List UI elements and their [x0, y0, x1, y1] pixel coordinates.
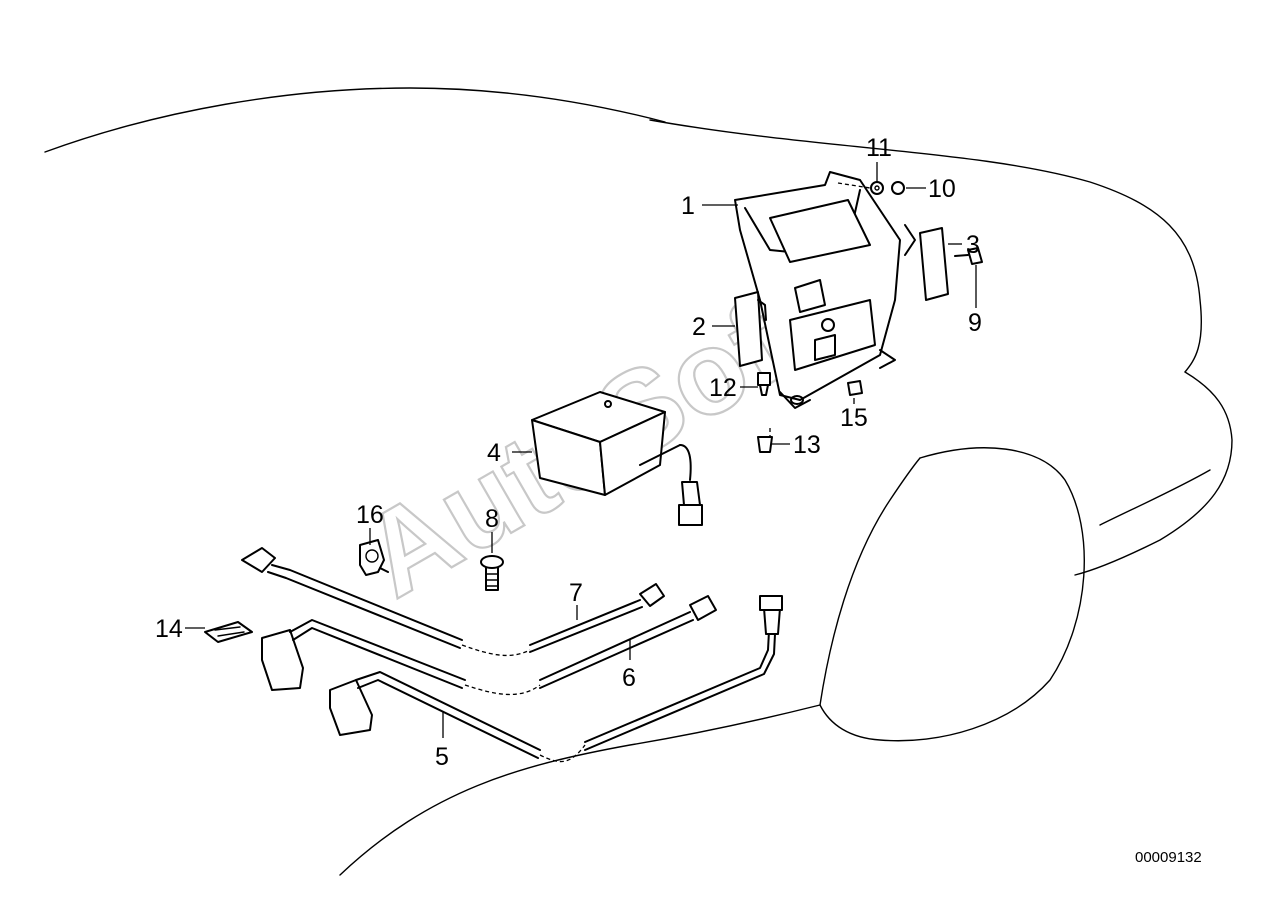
part-8-screw: [480, 555, 504, 591]
part-11-washer: [870, 181, 884, 195]
part-13-clip: [757, 436, 773, 453]
part-15-clip: [847, 380, 863, 396]
cable-middle: [261, 619, 541, 696]
dash-line-11: [837, 182, 871, 189]
callout-labels: 1 2 3 4 5 6 7 8 9 10 11 12 13 14 15 16: [155, 134, 982, 771]
part-6-cable: [539, 595, 717, 689]
car-body-outline: [44, 87, 1233, 876]
callout-8: 8: [485, 505, 499, 533]
callout-1: 1: [681, 192, 695, 220]
part-1-bracket: [734, 171, 916, 409]
document-number: 00009132: [1135, 849, 1202, 866]
part-10-nut: [891, 181, 905, 195]
callout-3: 3: [966, 231, 980, 259]
callout-5: 5: [435, 743, 449, 771]
part-9-bolt: [954, 247, 983, 265]
part-7-cable: [529, 583, 665, 653]
part-14-clip: [204, 621, 253, 643]
callout-7: 7: [569, 579, 583, 607]
callout-2: 2: [692, 313, 706, 341]
callout-14: 14: [155, 615, 183, 643]
callout-15: 15: [840, 404, 868, 432]
part-4-control-unit: [531, 391, 703, 526]
callout-10: 10: [928, 175, 956, 203]
part-5-cable: [329, 595, 783, 763]
cable-top: [241, 547, 531, 657]
callout-4: 4: [487, 439, 501, 467]
callout-11: 11: [866, 134, 892, 162]
callout-16: 16: [356, 501, 384, 529]
part-12-bolt: [757, 372, 771, 396]
part-16-clamp: [359, 539, 389, 576]
part-3-plate: [919, 227, 949, 301]
part-2-plate: [734, 291, 767, 367]
callout-9: 9: [968, 309, 982, 337]
leader-lines: [185, 162, 977, 738]
callout-13: 13: [793, 431, 821, 459]
callout-6: 6: [622, 664, 636, 692]
callout-12: 12: [709, 374, 737, 402]
